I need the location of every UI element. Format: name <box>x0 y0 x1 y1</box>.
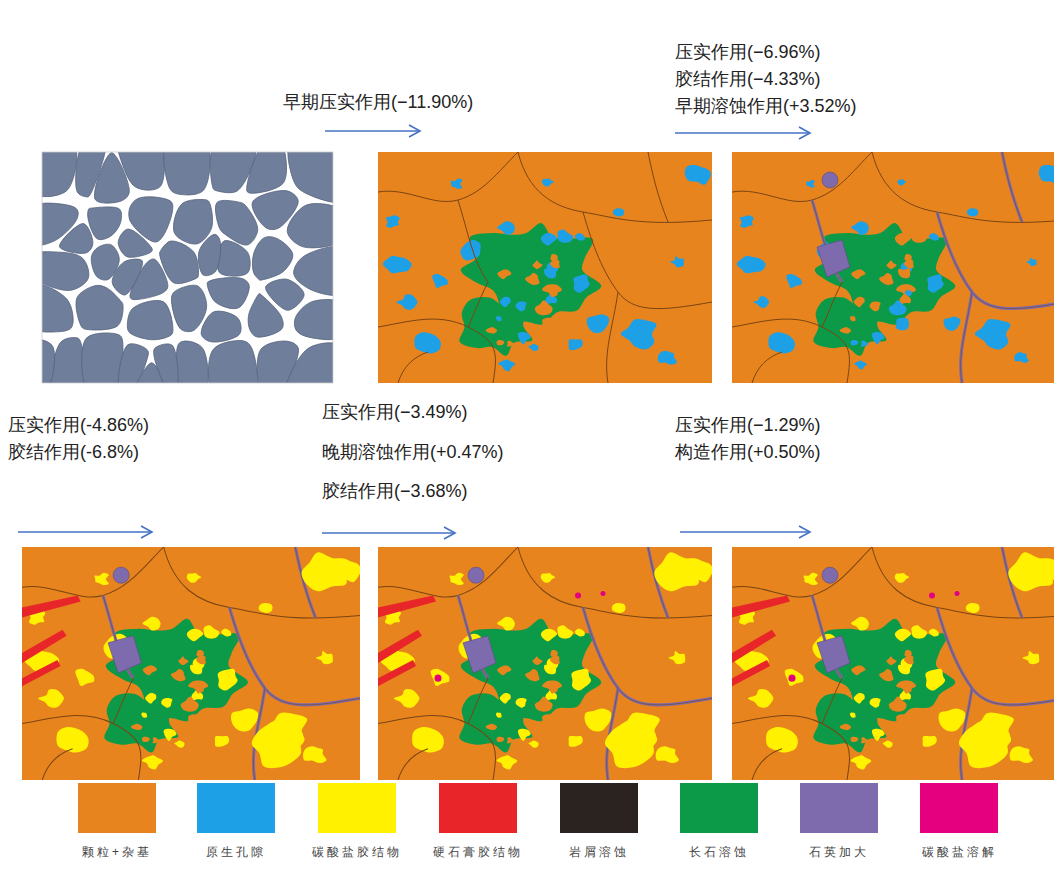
process-label: 晚期溶蚀作用(+0.47%) <box>322 440 504 464</box>
legend-swatch <box>439 783 517 833</box>
thin-section-panel <box>22 547 360 780</box>
process-label: 压实作用(−6.96%) <box>675 40 821 64</box>
grain-panel <box>42 152 333 383</box>
process-label: 胶结作用(−4.33%) <box>675 67 821 91</box>
legend-label: 碳酸盐溶解 <box>922 844 997 860</box>
legend-label: 硬石膏胶结物 <box>433 844 523 860</box>
legend-swatch <box>800 783 878 833</box>
legend-label: 原生孔隙 <box>206 844 266 860</box>
legend-swatch <box>680 783 758 833</box>
legend-swatch <box>318 783 396 833</box>
legend-swatch <box>78 783 156 833</box>
legend-swatch <box>920 783 998 833</box>
legend-swatch <box>197 783 275 833</box>
legend-swatch <box>560 783 638 833</box>
thin-section-panel <box>732 152 1054 383</box>
legend-label: 岩屑溶蚀 <box>569 844 629 860</box>
thin-section-panel <box>378 547 712 780</box>
thin-section-panel <box>732 547 1054 780</box>
process-label: 压实作用(−3.49%) <box>322 400 468 424</box>
stage-arrow <box>18 125 810 539</box>
process-label: 早期压实作用(−11.90%) <box>283 90 473 114</box>
process-label: 压实作用(−1.29%) <box>675 413 821 437</box>
process-label: 胶结作用(−3.68%) <box>322 479 468 503</box>
legend-label: 碳酸盐胶结物 <box>312 844 402 860</box>
process-label: 早期溶蚀作用(+3.52%) <box>675 94 857 118</box>
process-label: 胶结作用(-6.8%) <box>8 440 139 464</box>
legend-label: 颗粒+杂基 <box>82 844 152 860</box>
legend-label: 石英加大 <box>809 844 869 860</box>
process-label: 压实作用(-4.86%) <box>8 413 149 437</box>
thin-section-panel <box>378 152 712 383</box>
process-label: 构造作用(+0.50%) <box>675 440 821 464</box>
legend-label: 长石溶蚀 <box>689 844 749 860</box>
